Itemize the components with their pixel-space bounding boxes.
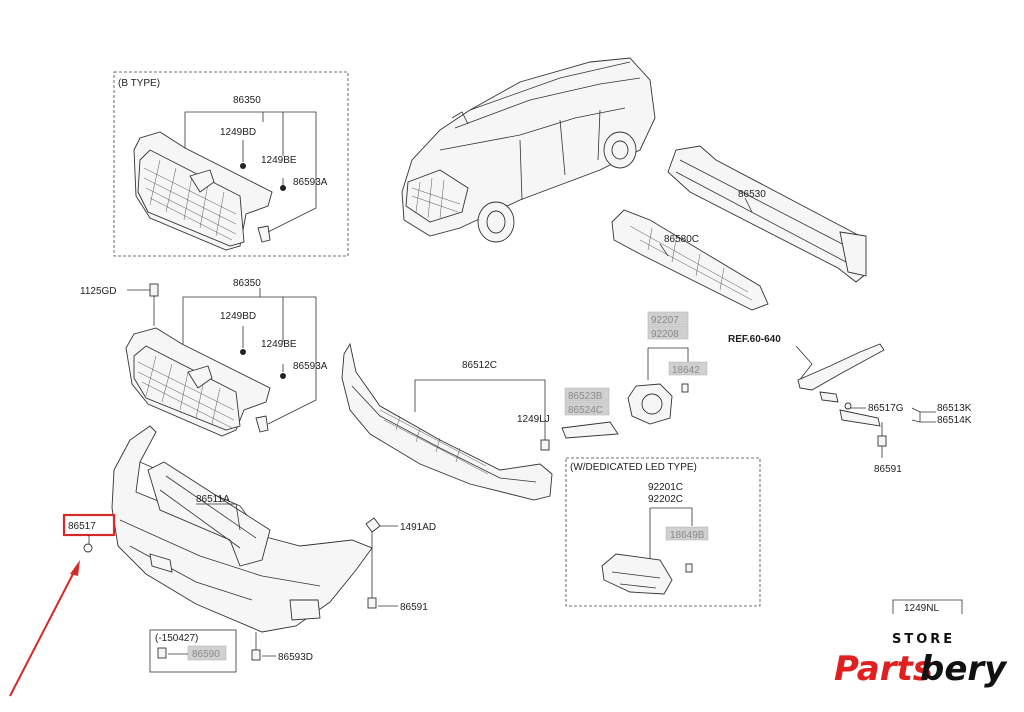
highlighted-part-86517[interactable]: 86517 bbox=[62, 513, 116, 544]
bumper-cover-drawing: 86511A bbox=[83, 425, 373, 633]
label-86350: 86350 bbox=[233, 278, 261, 289]
led-type-box bbox=[565, 457, 761, 607]
label-86512c: 86512C bbox=[462, 360, 497, 371]
ref-group: REF.60-640 86517G 86513K 86514K 86591 bbox=[728, 334, 972, 475]
lower-bumper-drawing bbox=[341, 342, 553, 501]
led-type-title: (W/DEDICATED LED TYPE) bbox=[570, 462, 697, 473]
label-1249be-b: 1249BE bbox=[261, 155, 297, 166]
label-ref: REF.60-640 bbox=[728, 334, 781, 345]
label-1249bd: 1249BD bbox=[220, 311, 256, 322]
label-92207: 92207 bbox=[651, 315, 679, 326]
fog-lamp-group: 92207 92208 18642 bbox=[627, 311, 708, 425]
label-1249be: 1249BE bbox=[261, 339, 297, 350]
label-92208: 92208 bbox=[651, 329, 679, 340]
grille-b-type-drawing bbox=[133, 131, 273, 251]
date-range-group: (-150427) 86590 bbox=[149, 629, 237, 673]
date-range-box bbox=[149, 629, 237, 673]
label-86591: 86591 bbox=[400, 602, 428, 613]
label-86513k: 86513K bbox=[937, 403, 972, 414]
label-1125gd: 1125GD bbox=[80, 286, 117, 297]
label-86593a: 86593A bbox=[293, 361, 328, 372]
label-18642: 18642 bbox=[672, 365, 700, 376]
label-86524c: 86524C bbox=[568, 405, 603, 416]
b-type-box bbox=[113, 71, 349, 257]
logo-store-text: STORE bbox=[892, 632, 955, 647]
label-86523b: 86523B bbox=[568, 391, 603, 402]
logo-bery-text: bery bbox=[920, 649, 1008, 689]
partsbery-logo: STORE Parts bery bbox=[834, 632, 1008, 689]
label-86590: 86590 bbox=[192, 649, 220, 660]
bolt-1249nl: 1249NL bbox=[892, 599, 963, 614]
label-86591-right: 86591 bbox=[874, 464, 902, 475]
label-86593a-b: 86593A bbox=[293, 177, 328, 188]
b-type-title: (B TYPE) bbox=[118, 78, 160, 89]
label-86593d: 86593D bbox=[278, 652, 313, 663]
label-18649b: 18649B bbox=[670, 530, 705, 541]
label-1491ad: 1491AD bbox=[400, 522, 436, 533]
label-1249nl: 1249NL bbox=[904, 603, 939, 614]
label-86514k: 86514K bbox=[937, 415, 972, 426]
label-92201c: 92201C bbox=[648, 482, 683, 493]
b-type-group: (B TYPE) 86350 1249BD 1249BE 86593A bbox=[113, 71, 349, 257]
label-86580c: 86580C bbox=[664, 234, 699, 245]
label-86530: 86530 bbox=[738, 189, 766, 200]
screw-86593d: 86593D bbox=[251, 632, 313, 663]
label-1249bd-b: 1249BD bbox=[220, 127, 256, 138]
label-86350-b: 86350 bbox=[233, 95, 261, 106]
label-86517g: 86517G bbox=[868, 403, 904, 414]
red-arrow-icon bbox=[9, 560, 80, 697]
label-1249lj: 1249LJ bbox=[517, 414, 550, 425]
label-86517: 86517 bbox=[68, 521, 96, 532]
energy-absorber-drawing: 86580C bbox=[611, 209, 769, 311]
fog-cover-group: 86523B 86524C bbox=[561, 387, 619, 439]
car-illustration bbox=[401, 57, 656, 243]
fastener-1491ad: 1491AD 86591 bbox=[365, 517, 436, 613]
logo-parts-text: Parts bbox=[834, 649, 933, 689]
label-86511a: 86511A bbox=[196, 494, 230, 505]
date-range-title: (-150427) bbox=[155, 633, 198, 644]
grille-drawing bbox=[125, 283, 271, 437]
led-type-group: (W/DEDICATED LED TYPE) 92201C 92202C 186… bbox=[565, 457, 761, 607]
label-92202c: 92202C bbox=[648, 494, 683, 505]
reinforcement-beam-drawing: 86530 bbox=[667, 145, 867, 283]
